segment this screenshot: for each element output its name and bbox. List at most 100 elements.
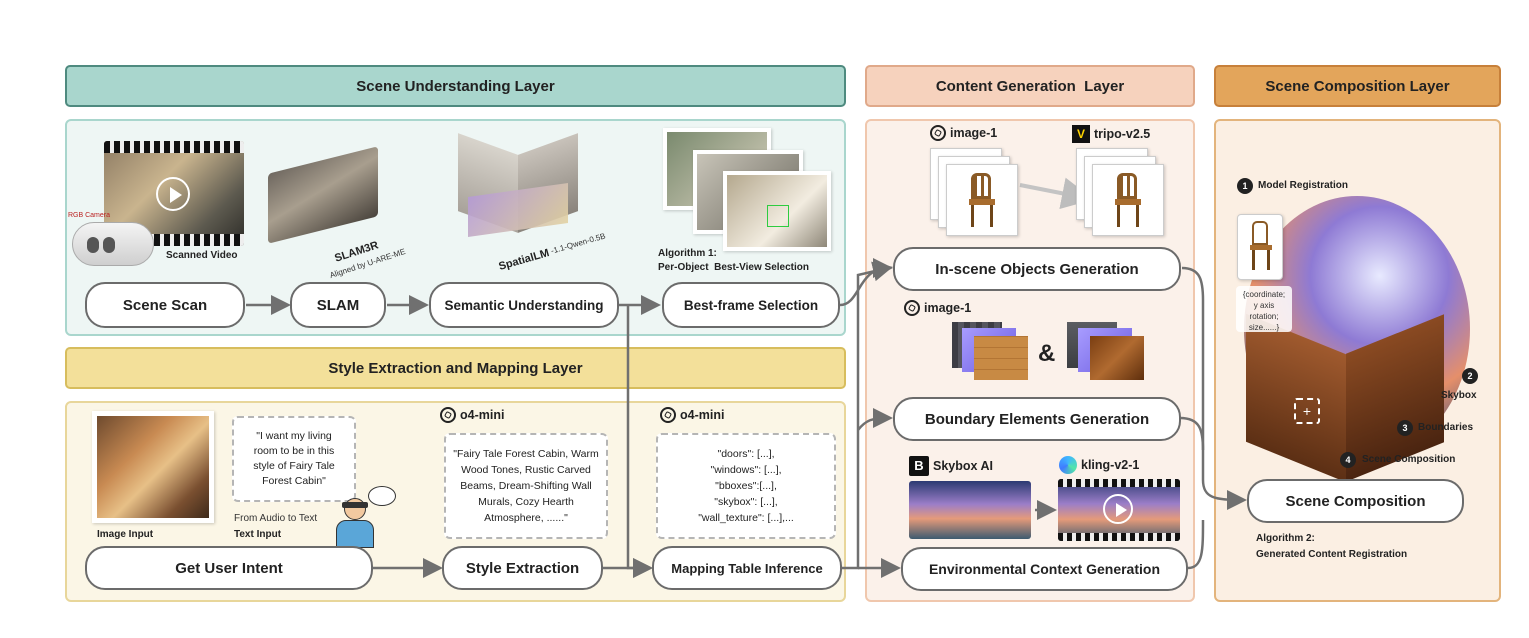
style-output-box: "Fairy Tale Forest Cabin, Warm Wood Tone… — [444, 433, 608, 539]
mapping-line: "skybox": [...], — [714, 496, 778, 508]
style-extraction-label: Style Extraction — [465, 559, 580, 577]
image-input-label: Image Input — [97, 529, 154, 540]
in-scene-objects-generation-node[interactable]: In-scene Objects Generation — [893, 247, 1181, 291]
mapping-line: "windows": [...], — [710, 464, 782, 476]
film-strip-bottom — [1058, 533, 1180, 541]
o4-mini-style-label: o4-mini — [440, 407, 504, 423]
from-audio-label: From Audio to Text — [234, 513, 318, 524]
chair-3d-icon — [1115, 173, 1141, 227]
image-input-thumbnail — [92, 411, 214, 523]
user-quote-box: "I want my living room to be in this sty… — [232, 416, 356, 502]
get-user-intent-label: Get User Intent — [175, 559, 283, 577]
chair-icon — [969, 173, 995, 227]
detection-box — [767, 205, 789, 227]
scene-composition-layer-header: Scene Composition Layer — [1214, 65, 1501, 107]
tripo-model-image — [1092, 164, 1164, 236]
kling-video-thumbnail — [1058, 479, 1180, 541]
ampersand: & — [1038, 340, 1056, 367]
play-icon[interactable] — [1103, 494, 1133, 524]
scene-understanding-layer-title: Scene Understanding Layer — [356, 77, 555, 95]
tripo-label: V tripo-v2.5 — [1072, 125, 1150, 143]
in-scene-objects-generation-label: In-scene Objects Generation — [935, 260, 1139, 278]
skybox-ai-text: Skybox AI — [933, 459, 993, 473]
image-1-boundary-text: image-1 — [924, 301, 972, 315]
scene-understanding-layer-header: Scene Understanding Layer — [65, 65, 846, 107]
algorithm2-description: Generated Content Registration — [1256, 549, 1408, 560]
semantic-understanding-node[interactable]: Semantic Understanding — [429, 282, 619, 328]
play-icon[interactable] — [156, 177, 190, 211]
style-extraction-node[interactable]: Style Extraction — [442, 546, 603, 590]
registration-target-icon: + — [1294, 398, 1320, 424]
content-generation-layer-title: Content Generation Layer — [935, 77, 1125, 95]
algorithm1-description: Per-Object Best-View Selection — [658, 262, 809, 273]
mapping-line: "doors": [...], — [717, 448, 775, 460]
best-view-frame-3 — [723, 171, 831, 251]
rgb-camera-label: RGB Camera — [68, 212, 111, 219]
o4-mini-style-text: o4-mini — [460, 408, 505, 422]
skybox-panorama — [909, 481, 1031, 539]
chair-image — [946, 164, 1018, 236]
boundary-elements-generation-label: Boundary Elements Generation — [924, 410, 1150, 428]
registered-model-card — [1237, 214, 1283, 280]
floor-texture-wood-2 — [1090, 336, 1144, 380]
vr-headset-icon — [72, 222, 154, 266]
openai-icon — [660, 407, 676, 423]
slam-node[interactable]: SLAM — [290, 282, 386, 328]
film-strip-top — [1058, 479, 1180, 487]
mapping-output-box: "doors": [...], "windows": [...], "bboxe… — [656, 433, 836, 539]
best-frame-selection-label: Best-frame Selection — [683, 297, 819, 313]
environmental-context-generation-node[interactable]: Environmental Context Generation — [901, 547, 1188, 591]
mapping-line: "wall_texture": [...],... — [698, 512, 794, 524]
kling-icon — [1059, 456, 1077, 474]
scene-composition-node[interactable]: Scene Composition — [1247, 479, 1464, 523]
step-2-badge: 2 — [1462, 368, 1478, 384]
step-1-badge: 1 — [1237, 178, 1253, 194]
tripo-icon: V — [1072, 125, 1090, 143]
step-4-badge: 4 — [1340, 452, 1356, 468]
o4-mini-mapping-label: o4-mini — [660, 407, 724, 423]
get-user-intent-node[interactable]: Get User Intent — [85, 546, 373, 590]
registration-caption: {coordinate; y axis rotation; size......… — [1236, 286, 1292, 332]
style-extraction-layer-title: Style Extraction and Mapping Layer — [328, 359, 583, 377]
openai-icon — [904, 300, 920, 316]
step-1-label: Model Registration — [1258, 180, 1349, 191]
openai-icon — [440, 407, 456, 423]
kling-label: kling-v2-1 — [1059, 456, 1139, 474]
speech-bubble-icon — [368, 486, 396, 506]
skybox-ai-label: B Skybox AI — [909, 456, 993, 476]
image-1-top-text: image-1 — [950, 126, 998, 140]
text-input-label: Text Input — [234, 529, 282, 540]
step-3-badge: 3 — [1397, 420, 1413, 436]
mapping-table-inference-label: Mapping Table Inference — [671, 560, 823, 576]
step-4-label: Scene Composition — [1362, 454, 1456, 465]
scanned-video-label: Scanned Video — [166, 250, 238, 261]
kling-text: kling-v2-1 — [1081, 458, 1140, 472]
scene-scan-node[interactable]: Scene Scan — [85, 282, 245, 328]
image-1-label-boundary: image-1 — [904, 300, 971, 316]
algorithm1-title: Algorithm 1: — [658, 248, 717, 259]
film-strip-top — [104, 141, 244, 153]
mapping-line: "bboxes":[...], — [715, 480, 777, 492]
chair-icon — [1250, 221, 1272, 273]
o4-mini-mapping-text: o4-mini — [680, 408, 725, 422]
algorithm2-title: Algorithm 2: — [1256, 533, 1315, 544]
content-generation-layer-header: Content Generation Layer — [865, 65, 1195, 107]
semantic-understanding-label: Semantic Understanding — [444, 297, 604, 313]
boundary-elements-generation-node[interactable]: Boundary Elements Generation — [893, 397, 1181, 441]
image-1-label-top: image-1 — [930, 125, 997, 141]
step-3-label: Boundaries — [1418, 422, 1474, 433]
step-2-label: Skybox — [1441, 390, 1477, 401]
skybox-ai-icon: B — [909, 456, 929, 476]
environmental-context-generation-label: Environmental Context Generation — [928, 561, 1161, 577]
mapping-table-inference-node[interactable]: Mapping Table Inference — [652, 546, 842, 590]
style-extraction-layer-header: Style Extraction and Mapping Layer — [65, 347, 846, 389]
scene-scan-label: Scene Scan — [122, 296, 208, 314]
scene-composition-label: Scene Composition — [1285, 492, 1426, 510]
user-avatar-icon — [332, 498, 378, 548]
slam-label: SLAM — [316, 296, 360, 314]
spatiallm-room-render — [448, 128, 582, 240]
best-frame-selection-node[interactable]: Best-frame Selection — [662, 282, 840, 328]
openai-icon — [930, 125, 946, 141]
floor-texture-wood — [974, 336, 1028, 380]
tripo-text: tripo-v2.5 — [1094, 127, 1151, 141]
